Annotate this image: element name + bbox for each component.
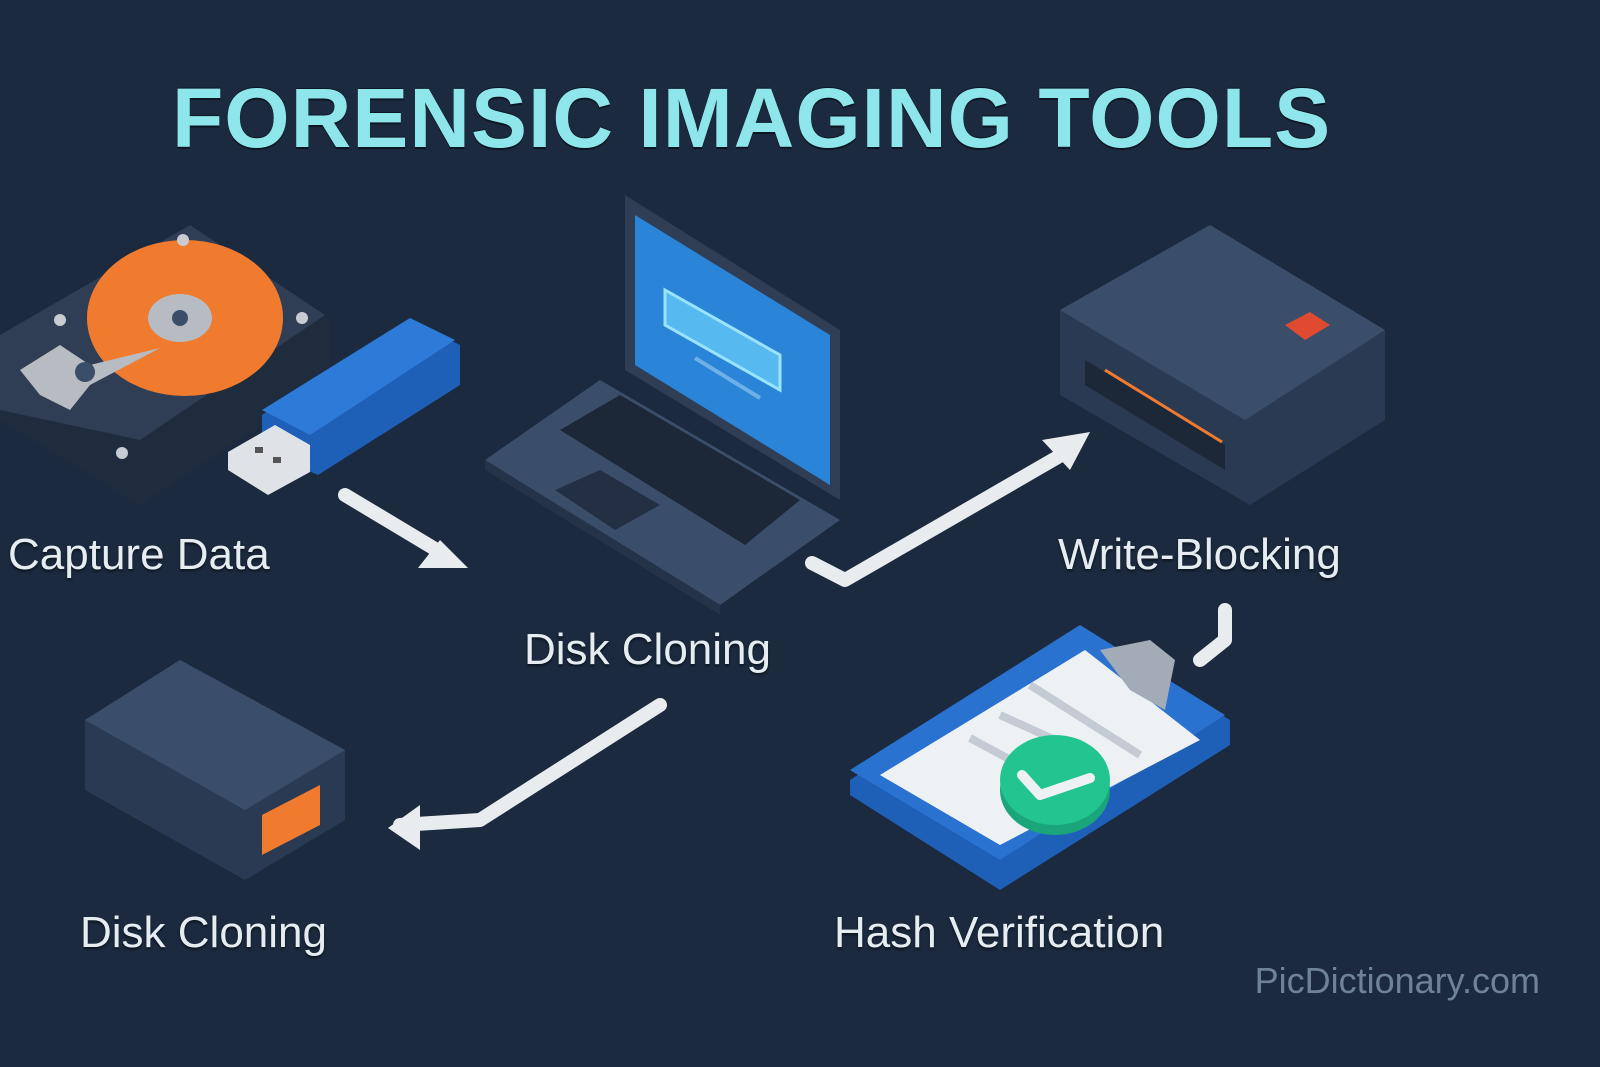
arrowhead-icon [1042, 432, 1090, 470]
arrowhead-icon [388, 805, 420, 850]
clipboard-icon [850, 625, 1230, 890]
arrow-cloning-to-writeblock [805, 443, 1077, 587]
flow-arrows [338, 443, 1232, 832]
watermark: PicDictionary.com [1254, 960, 1540, 1001]
step-label-disk-cloning: Disk Cloning [524, 625, 771, 674]
step-label-write-blocking: Write-Blocking [1058, 530, 1341, 579]
step-label-capture-data: Capture Data [8, 530, 270, 579]
arrow-writeblock-to-hash [1193, 603, 1232, 667]
page-title: FORENSIC IMAGING TOOLS [172, 71, 1332, 165]
hard-drive-icon [0, 225, 330, 505]
external-drive-icon [85, 660, 345, 880]
arrow-cloning-to-drive [393, 698, 667, 832]
arrow-capture-to-cloning [338, 488, 452, 562]
write-blocker-icon [1060, 225, 1385, 505]
usb-drive-icon [228, 318, 460, 495]
arrowhead-icon [418, 540, 468, 568]
laptop-icon [485, 195, 840, 615]
step-label-hash-verification: Hash Verification [834, 908, 1165, 957]
step-label-disk-cloning-2: Disk Cloning [80, 908, 327, 957]
